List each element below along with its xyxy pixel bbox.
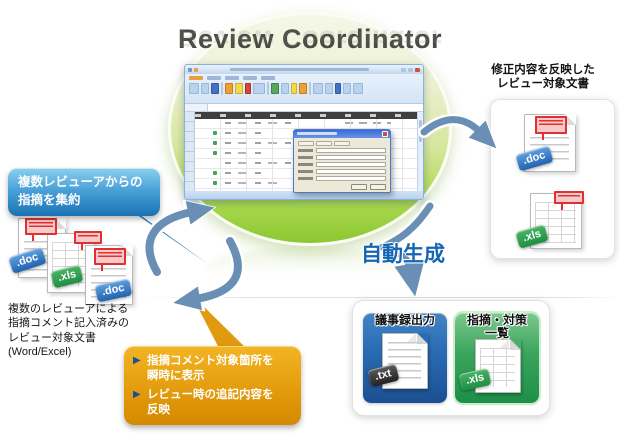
bullet-triangle-icon: ▶ (133, 355, 141, 366)
formula-bar (185, 104, 423, 112)
check-icon (213, 131, 217, 135)
app-window-screenshot (184, 64, 424, 200)
dialog-buttons (298, 184, 386, 190)
formula-input (208, 104, 423, 111)
maximize-icon (408, 67, 413, 72)
doc-icon-excel (475, 339, 521, 393)
comment-marker-icon (25, 218, 57, 241)
check-icon (213, 181, 217, 185)
check-icon (213, 171, 217, 175)
row-header-column (185, 112, 195, 191)
page-fold (406, 333, 428, 344)
check-icon (213, 141, 217, 145)
callout-aggregate: 複数レビューアからの 指摘を集約 (8, 168, 160, 216)
close-icon (415, 67, 420, 72)
dialog-popup (293, 129, 391, 193)
check-icon (213, 151, 217, 155)
table-row (195, 119, 417, 129)
generated-outputs-panel: 議事録出力 .txt 指摘・対策 一覧 .xls (352, 300, 550, 416)
dialog-tabs (298, 141, 386, 146)
feature-item: ▶ レビュー時の追記内容を 反映 (133, 389, 274, 417)
minimize-icon (401, 67, 406, 72)
window-title-text (230, 68, 369, 71)
grid-header-row (195, 112, 417, 119)
quick-access-icon (194, 67, 198, 72)
callout-features-tail (191, 294, 250, 354)
ribbon-tabs (189, 76, 419, 80)
callout-features: ▶ 指摘コメント対象箇所を 瞬時に表示 ▶ レビュー時の追記内容を 反映 (124, 346, 301, 425)
window-ribbon (185, 74, 423, 104)
revised-docs-panel: .doc .xls (490, 99, 615, 259)
comment-marker-icon (554, 191, 584, 210)
comment-marker-icon (74, 231, 102, 250)
feature-item: ▶ 指摘コメント対象箇所を 瞬時に表示 (133, 355, 274, 382)
tile-minutes-output: 議事録出力 .txt (363, 313, 447, 403)
window-titlebar (185, 65, 423, 74)
dialog-cancel-button (370, 184, 386, 190)
floor-line (140, 297, 620, 298)
revised-docs-caption: 修正内容を反映した レビュー対象文書 (491, 64, 595, 90)
ribbon-buttons (189, 82, 419, 95)
source-docs-stack: .doc .xls .doc (8, 216, 183, 341)
page-title: Review Coordinator (177, 24, 443, 54)
dialog-body (294, 138, 390, 193)
callout-aggregate-line1: 複数レビューアからの (18, 175, 143, 189)
source-docs-caption: 複数のレビューアによる 指摘コメント記入済みの レビュー対象文書 (Word/E… (8, 303, 129, 358)
dialog-close-icon (382, 131, 388, 137)
tile-issues-label: 指摘・対策 一覧 (466, 313, 527, 341)
tile-minutes-label: 議事録出力 (374, 313, 435, 327)
tile-issues-output: 指摘・対策 一覧 .xls (455, 313, 539, 403)
page-fold (499, 339, 521, 350)
comment-marker-icon (535, 116, 567, 140)
auto-generate-label: 自動生成 (361, 243, 445, 266)
bullet-triangle-icon: ▶ (133, 389, 141, 401)
callout-aggregate-line2: 指摘を集約 (18, 192, 81, 207)
quick-access-icon (188, 67, 192, 72)
page-title-reflection: Review Coordinator (177, 25, 443, 52)
dialog-titlebar (294, 130, 390, 138)
comment-marker-icon (94, 248, 126, 271)
vertical-scrollbar (417, 112, 423, 191)
window-statusbar (185, 191, 423, 199)
cell-reference-box (185, 104, 208, 111)
dialog-ok-button (351, 184, 367, 190)
